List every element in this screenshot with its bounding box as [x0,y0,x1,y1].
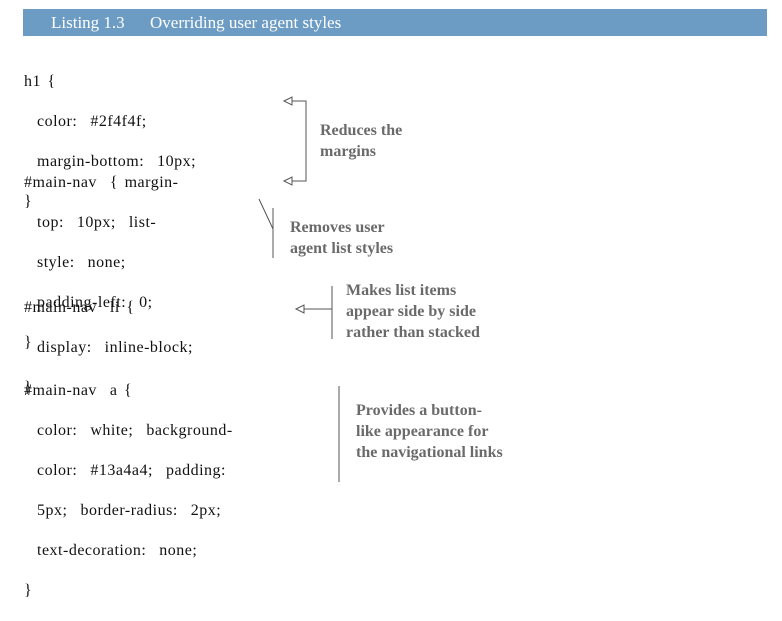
code-line: color: #13a4a4; padding: [24,462,226,479]
annotation-side-by-side: Makes list items appear side by side rat… [346,282,480,341]
code-block-main-nav: #main-nav { margin- top: 10px; list- sty… [24,153,178,373]
arrow-marker-icon [282,96,293,106]
arrow-marker-icon [294,304,305,314]
code-line: color: white; background- [24,422,233,439]
code-line: } [24,334,33,351]
bracket-line [291,100,307,182]
code-line: #main-nav a { [24,382,133,399]
annotation-lines [258,96,340,482]
code-block-main-nav-li: #main-nav li { display: inline-block; } [24,278,193,418]
code-line: } [24,379,33,396]
code-line: padding-left: 0; [24,294,153,311]
listing-number: Listing 1.3 [51,13,125,32]
code-line: style: none; [24,254,126,271]
code-line: } [24,582,33,599]
listing-title: Overriding user agent styles [150,13,342,32]
code-line: display: inline-block; [24,339,193,356]
code-line: margin-bottom: 10px; [24,153,197,170]
annotation-reduces-margins: Reduces the margins [320,122,403,160]
code-line: #main-nav li { [24,299,135,316]
code-line: color: #2f4f4f; [24,113,147,130]
arrow-marker-icon [282,176,293,186]
code-line: text-decoration: none; [24,542,198,559]
code-block-h1: h1 { color: #2f4f4f; margin-bottom: 10px… [24,52,196,232]
code-line: top: 10px; list- [24,214,157,231]
code-line: h1 { [24,73,56,90]
leader-line [258,198,274,230]
code-line: } [24,193,33,210]
code-line: #main-nav { margin- [24,174,179,191]
listing-header: Listing 1.3 Overriding user agent styles [23,9,767,36]
annotation-button-appearance: Provides a button- like appearance for t… [356,402,503,461]
annotation-removes-list-styles: Removes user agent list styles [290,219,394,257]
